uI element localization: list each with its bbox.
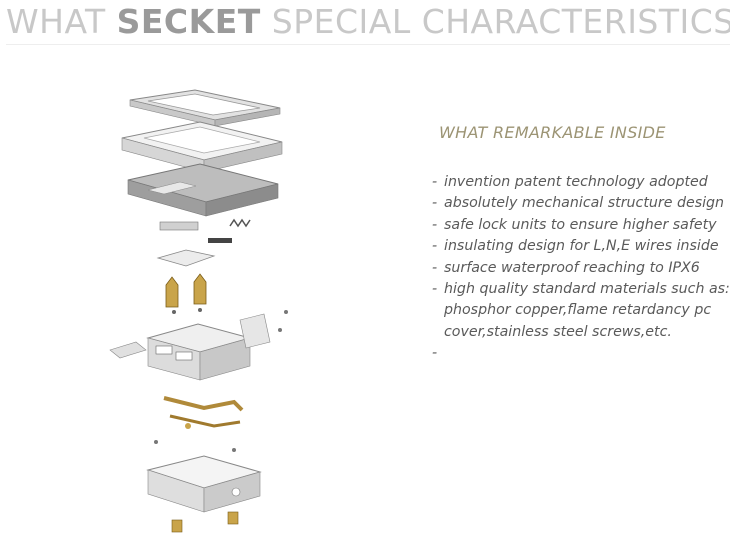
section-heading: WHAT REMARKABLE INSIDE — [439, 123, 666, 142]
feature-continuation: phosphor copper,flame retardancy pc — [444, 302, 712, 319]
feature-continuation: cover,stainless steel screws,etc. — [444, 323, 672, 340]
feature-item: -surface waterproof reaching to IPX6 — [432, 259, 700, 276]
title-divider — [6, 44, 730, 45]
title-rest: SPECIAL CHARACTERISTICS — [271, 2, 730, 41]
title-secket: SECKET — [116, 2, 261, 41]
feature-item: -invention patent technology adopted — [432, 174, 708, 190]
feature-item: -absolutely mechanical structure design — [432, 195, 725, 212]
feature-empty-item: - — [432, 345, 438, 362]
feature-item: -insulating design for L,N,E wires insid… — [432, 238, 719, 255]
page-title: WHAT SECKET SPECIAL CHARACTERISTICS — [6, 2, 730, 41]
feature-list: -invention patent technology adopted -ab… — [432, 172, 730, 365]
feature-item: -high quality standard materials such as… — [432, 281, 730, 298]
exploded-socket-assembly-icon — [109, 89, 288, 533]
title-what: WHAT — [6, 2, 106, 41]
feature-item: -safe lock units to ensure higher safety — [432, 216, 717, 233]
